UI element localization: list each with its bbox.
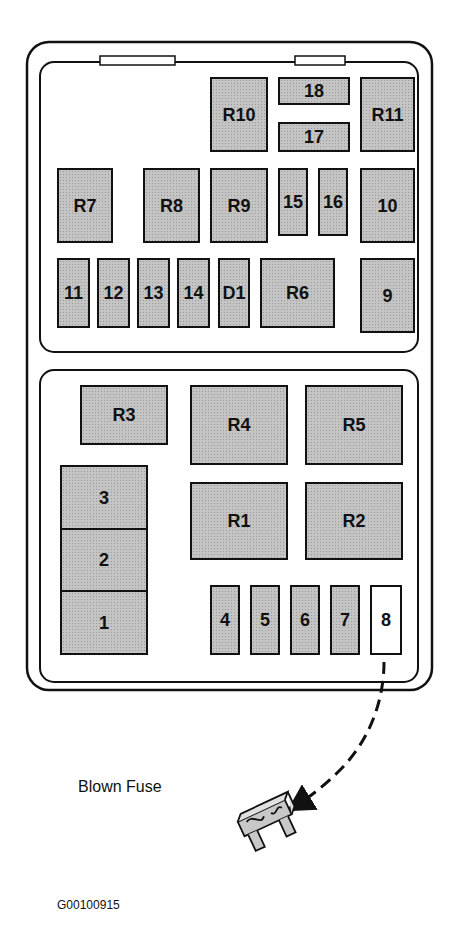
fuse-box: 16 [318,168,348,236]
position-number: 2 [99,551,109,569]
position-number: R5 [342,416,365,434]
position-number: 12 [103,284,123,302]
fuse-box: 17 [278,122,350,152]
position-number: D1 [222,284,245,302]
position-number: 14 [183,284,203,302]
position-number: R3 [112,406,135,424]
position-number: R4 [227,416,250,434]
relay-box: R9 [210,168,268,243]
position-number: 3 [99,489,109,507]
fuse-box: 15 [278,168,308,236]
position-number: R11 [371,106,403,124]
figure-code: G00100915 [57,898,120,912]
position-number: 18 [304,82,324,100]
fuse-box: 5 [250,585,280,655]
fuse-box: 12 [97,258,130,328]
position-number: 1 [99,614,109,632]
position-number: 4 [220,611,230,629]
relay-box: R4 [190,385,288,465]
position-number: 7 [340,611,350,629]
position-number: R6 [286,284,309,302]
position-number: 17 [304,128,324,146]
position-number: R2 [342,512,365,530]
relay-box: R3 [80,385,168,445]
fuse-box: 14 [177,258,210,328]
position-number: 8 [381,611,391,629]
callout-label: Blown Fuse [78,778,162,796]
position-number: 6 [300,611,310,629]
fuse-box: 4 [210,585,240,655]
relay-box: R6 [260,258,335,328]
position-number: R10 [222,106,255,124]
position-number: 15 [283,193,303,211]
fuse-box: 6 [290,585,320,655]
position-number: 5 [260,611,270,629]
position-number: 16 [323,193,343,211]
position-number: 9 [382,287,392,305]
fuse-box: 18 [278,77,350,105]
position-number: R1 [227,512,250,530]
position-number: 13 [143,284,163,302]
fuse-box: 9 [360,258,415,333]
fuse-box: 11 [57,258,90,328]
relay-box: R7 [57,168,113,243]
position-number: 11 [64,284,83,302]
fuse-box: 13 [137,258,170,328]
relay-box: R10 [210,77,268,152]
relay-box: R8 [143,168,200,243]
fuse-box: 10 [360,168,415,243]
position-number: R9 [227,197,250,215]
relay-box: R2 [305,482,403,560]
diode-box: D1 [218,258,250,328]
position-number: R8 [160,197,183,215]
position-number: R7 [73,197,96,215]
fuse-box: 2 [60,528,148,592]
relay-box: R1 [190,482,288,560]
relay-box: R5 [305,385,403,465]
position-number: 10 [377,197,397,215]
fuse-box: 1 [60,590,148,655]
fuse-box: 7 [330,585,360,655]
fuse-box: 3 [60,465,148,530]
relay-box: R11 [360,77,415,152]
blown-fuse-box: 8 [370,585,402,655]
